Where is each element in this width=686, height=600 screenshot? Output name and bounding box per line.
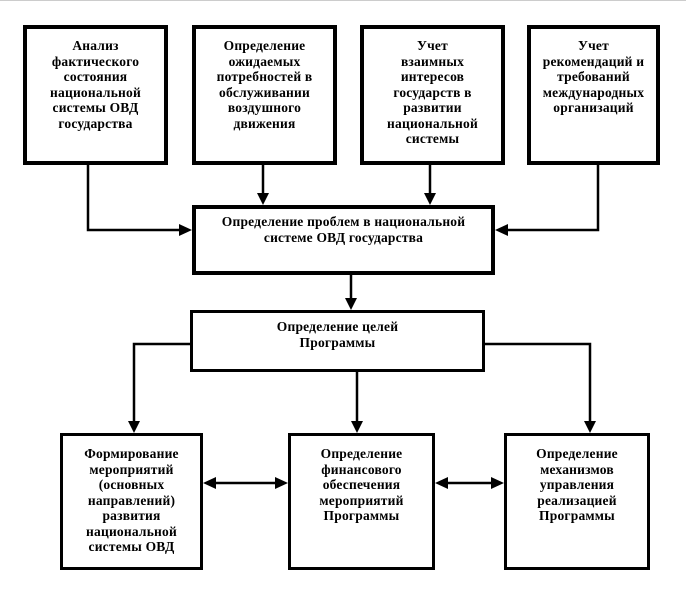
box-label: Определение механизмов управления реализ… xyxy=(536,446,618,523)
arrow-analysis-to-problems xyxy=(86,163,192,236)
box-management-mechanisms: Определение механизмов управления реализ… xyxy=(504,433,650,570)
page-top-border xyxy=(0,0,686,1)
arrow-recommendations-to-problems xyxy=(495,163,600,236)
box-mutual-interests: Учет взаимных интересов государств в раз… xyxy=(360,25,505,165)
box-measures-formation: Формирование мероприятий (основных напра… xyxy=(60,433,203,570)
box-label: Определение проблем в национальной систе… xyxy=(221,214,466,245)
box-program-goals: Определение целей Программы xyxy=(190,310,485,372)
box-label: Учет взаимных интересов государств в раз… xyxy=(387,38,478,146)
box-financial-support: Определение финансового обеспечения меро… xyxy=(288,433,435,570)
box-label: Определение целей Программы xyxy=(276,319,399,350)
box-expected-needs: Определение ожидаемых потребностей в обс… xyxy=(192,25,337,165)
box-problems-definition: Определение проблем в национальной систе… xyxy=(192,205,495,275)
box-label: Определение ожидаемых потребностей в обс… xyxy=(216,38,313,131)
arrow-interests-to-problems xyxy=(424,163,436,205)
arrow-goals-to-financing xyxy=(351,370,363,433)
box-label: Формирование мероприятий (основных напра… xyxy=(84,446,179,554)
double-arrow-measures-financing xyxy=(203,477,288,489)
box-international-recommendations: Учет рекомендаций и требований междунаро… xyxy=(527,25,660,165)
box-label: Учет рекомендаций и требований междунаро… xyxy=(542,38,645,115)
double-arrow-financing-management xyxy=(435,477,504,489)
arrow-goals-to-measures xyxy=(128,342,190,433)
box-label: Определение финансового обеспечения меро… xyxy=(319,446,404,523)
arrow-goals-to-management xyxy=(485,342,596,433)
box-label: Анализ фактического состояния национальн… xyxy=(50,38,141,131)
box-analysis-actual-state: Анализ фактического состояния национальн… xyxy=(23,25,168,165)
arrow-needs-to-problems xyxy=(257,163,269,205)
arrow-problems-to-goals xyxy=(345,273,357,310)
